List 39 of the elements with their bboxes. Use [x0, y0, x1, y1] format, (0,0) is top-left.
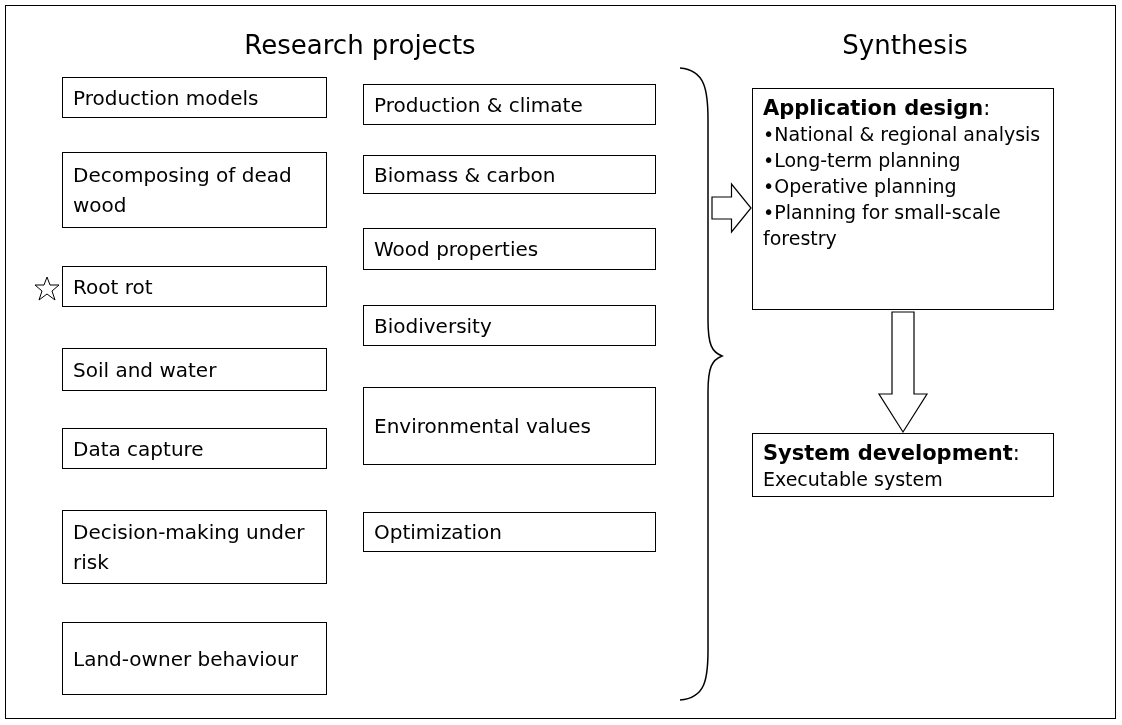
project-box — [363, 228, 656, 270]
box-text: Biomass & carbon — [374, 161, 557, 189]
box-text: •Long-term planning — [763, 148, 962, 173]
box-text: Land-owner behaviour — [73, 645, 299, 673]
box-heading: Application design: — [763, 95, 992, 121]
box-text: •National & regional analysis — [763, 122, 1042, 147]
hollow-arrow — [711, 182, 752, 234]
project-box — [62, 266, 327, 307]
hollow-arrow — [877, 311, 929, 434]
project-box — [62, 622, 327, 695]
project-box — [363, 387, 656, 465]
project-box — [752, 433, 1054, 497]
project-box — [363, 84, 656, 125]
project-box — [363, 512, 656, 552]
project-box — [62, 348, 327, 391]
box-text: Production & climate — [374, 91, 584, 119]
box-text: Optimization — [374, 519, 503, 546]
project-box — [752, 88, 1054, 310]
box-text: •Planning for small-scale forestry — [763, 200, 1002, 251]
box-text: Biodiversity — [374, 312, 493, 340]
project-box — [62, 152, 327, 228]
box-text: Production models — [73, 84, 260, 112]
section-heading: Synthesis — [842, 28, 968, 62]
project-box — [62, 428, 327, 469]
box-text: Decomposing of dead wood — [73, 162, 293, 219]
box-heading: System development: — [763, 440, 1021, 466]
section-heading: Research projects — [244, 28, 476, 62]
box-text: Wood properties — [374, 236, 540, 263]
project-box — [363, 305, 656, 346]
project-box — [62, 77, 327, 118]
box-text: Data capture — [73, 435, 205, 463]
box-text: Decision-making under risk — [73, 519, 306, 576]
box-text: •Operative planning — [763, 174, 958, 199]
project-box — [62, 510, 327, 584]
box-text: Root rot — [73, 273, 154, 301]
box-text: Environmental values — [374, 413, 592, 440]
project-box — [363, 155, 656, 194]
box-text: Soil and water — [73, 356, 218, 384]
box-text: Executable system — [763, 467, 944, 492]
